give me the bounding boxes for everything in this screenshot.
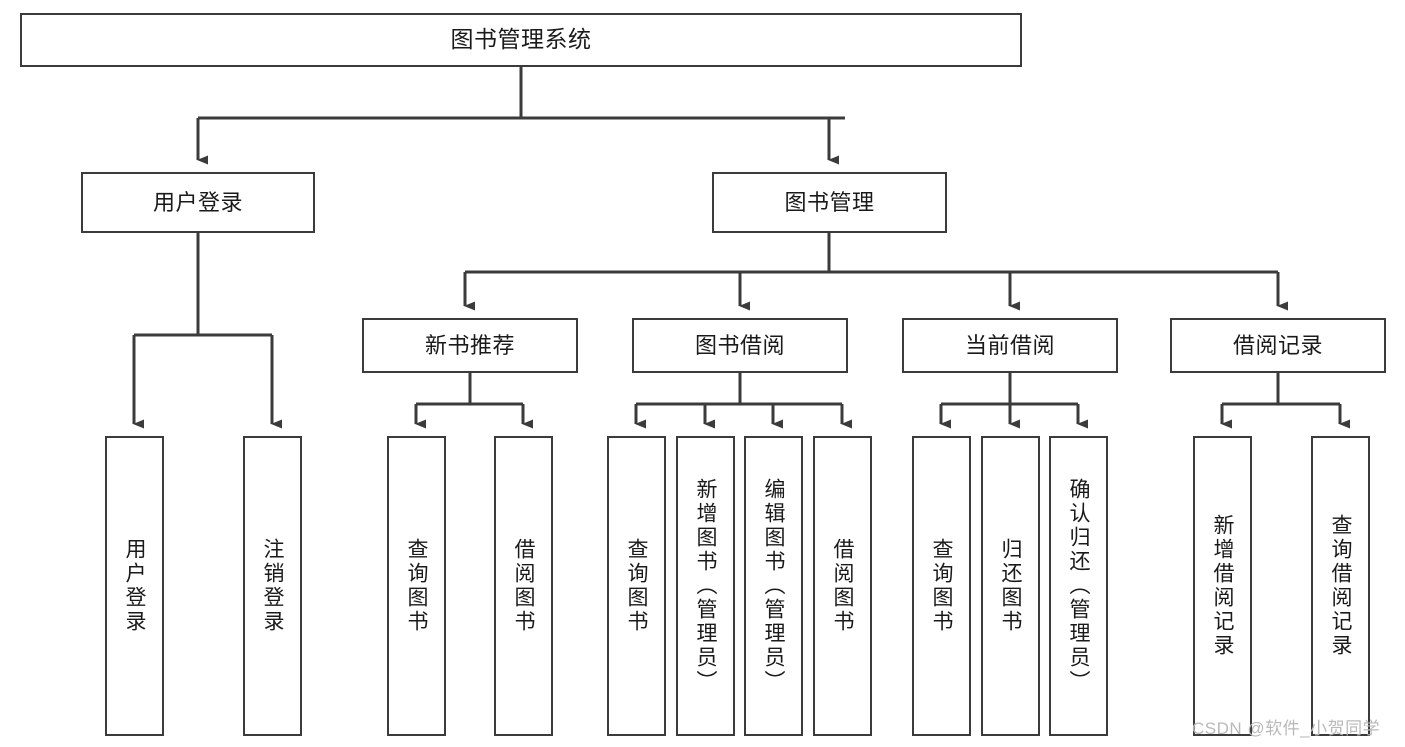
node-leaf-add-book-admin[interactable]: 新增图书（管理员） <box>676 436 735 736</box>
node-label: 用户登录 <box>123 538 146 634</box>
node-book-borrow[interactable]: 图书借阅 <box>632 318 848 373</box>
node-leaf-confirm-return-admin[interactable]: 确认归还（管理员） <box>1049 436 1108 736</box>
node-label: 当前借阅 <box>964 332 1055 358</box>
node-label: 图书管理系统 <box>450 26 592 53</box>
node-borrow-record[interactable]: 借阅记录 <box>1170 318 1386 373</box>
node-leaf-logout[interactable]: 注销登录 <box>243 436 302 736</box>
node-leaf-edit-book-admin[interactable]: 编辑图书（管理员） <box>744 436 803 736</box>
node-label: 图书管理 <box>784 189 875 215</box>
node-leaf-query-borrow-record[interactable]: 查询借阅记录 <box>1311 436 1370 736</box>
watermark-text: CSDN @软件_小贺同学 <box>1192 719 1381 738</box>
node-label: 查询图书 <box>625 538 648 634</box>
node-root-library-system[interactable]: 图书管理系统 <box>20 13 1022 67</box>
node-label: 注销登录 <box>261 538 284 634</box>
node-new-book-recommend[interactable]: 新书推荐 <box>362 318 578 373</box>
node-label: 借阅图书 <box>512 538 535 634</box>
node-current-borrow[interactable]: 当前借阅 <box>902 318 1118 373</box>
node-leaf-borrow-book[interactable]: 借阅图书 <box>813 436 872 736</box>
node-leaf-user-login[interactable]: 用户登录 <box>105 436 164 736</box>
node-leaf-query-book[interactable]: 查询图书 <box>607 436 666 736</box>
node-label: 确认归还（管理员） <box>1067 478 1090 694</box>
node-label: 借阅记录 <box>1232 332 1323 358</box>
node-label: 查询图书 <box>930 538 953 634</box>
node-book-management[interactable]: 图书管理 <box>712 172 947 233</box>
node-label: 查询图书 <box>405 538 428 634</box>
node-label: 图书借阅 <box>694 332 785 358</box>
node-label: 查询借阅记录 <box>1329 514 1352 658</box>
node-leaf-query-book-current[interactable]: 查询图书 <box>912 436 971 736</box>
node-user-login[interactable]: 用户登录 <box>81 172 315 233</box>
node-label: 新书推荐 <box>424 332 515 358</box>
node-label: 用户登录 <box>152 189 243 215</box>
node-label: 新增图书（管理员） <box>694 478 717 694</box>
node-leaf-borrow-book-recommend[interactable]: 借阅图书 <box>494 436 553 736</box>
node-label: 新增借阅记录 <box>1211 514 1234 658</box>
node-leaf-return-book[interactable]: 归还图书 <box>981 436 1040 736</box>
node-label: 编辑图书（管理员） <box>762 478 785 694</box>
node-leaf-add-borrow-record[interactable]: 新增借阅记录 <box>1193 436 1252 736</box>
node-leaf-query-book-recommend[interactable]: 查询图书 <box>387 436 446 736</box>
node-label: 借阅图书 <box>831 538 854 634</box>
node-label: 归还图书 <box>999 538 1022 634</box>
